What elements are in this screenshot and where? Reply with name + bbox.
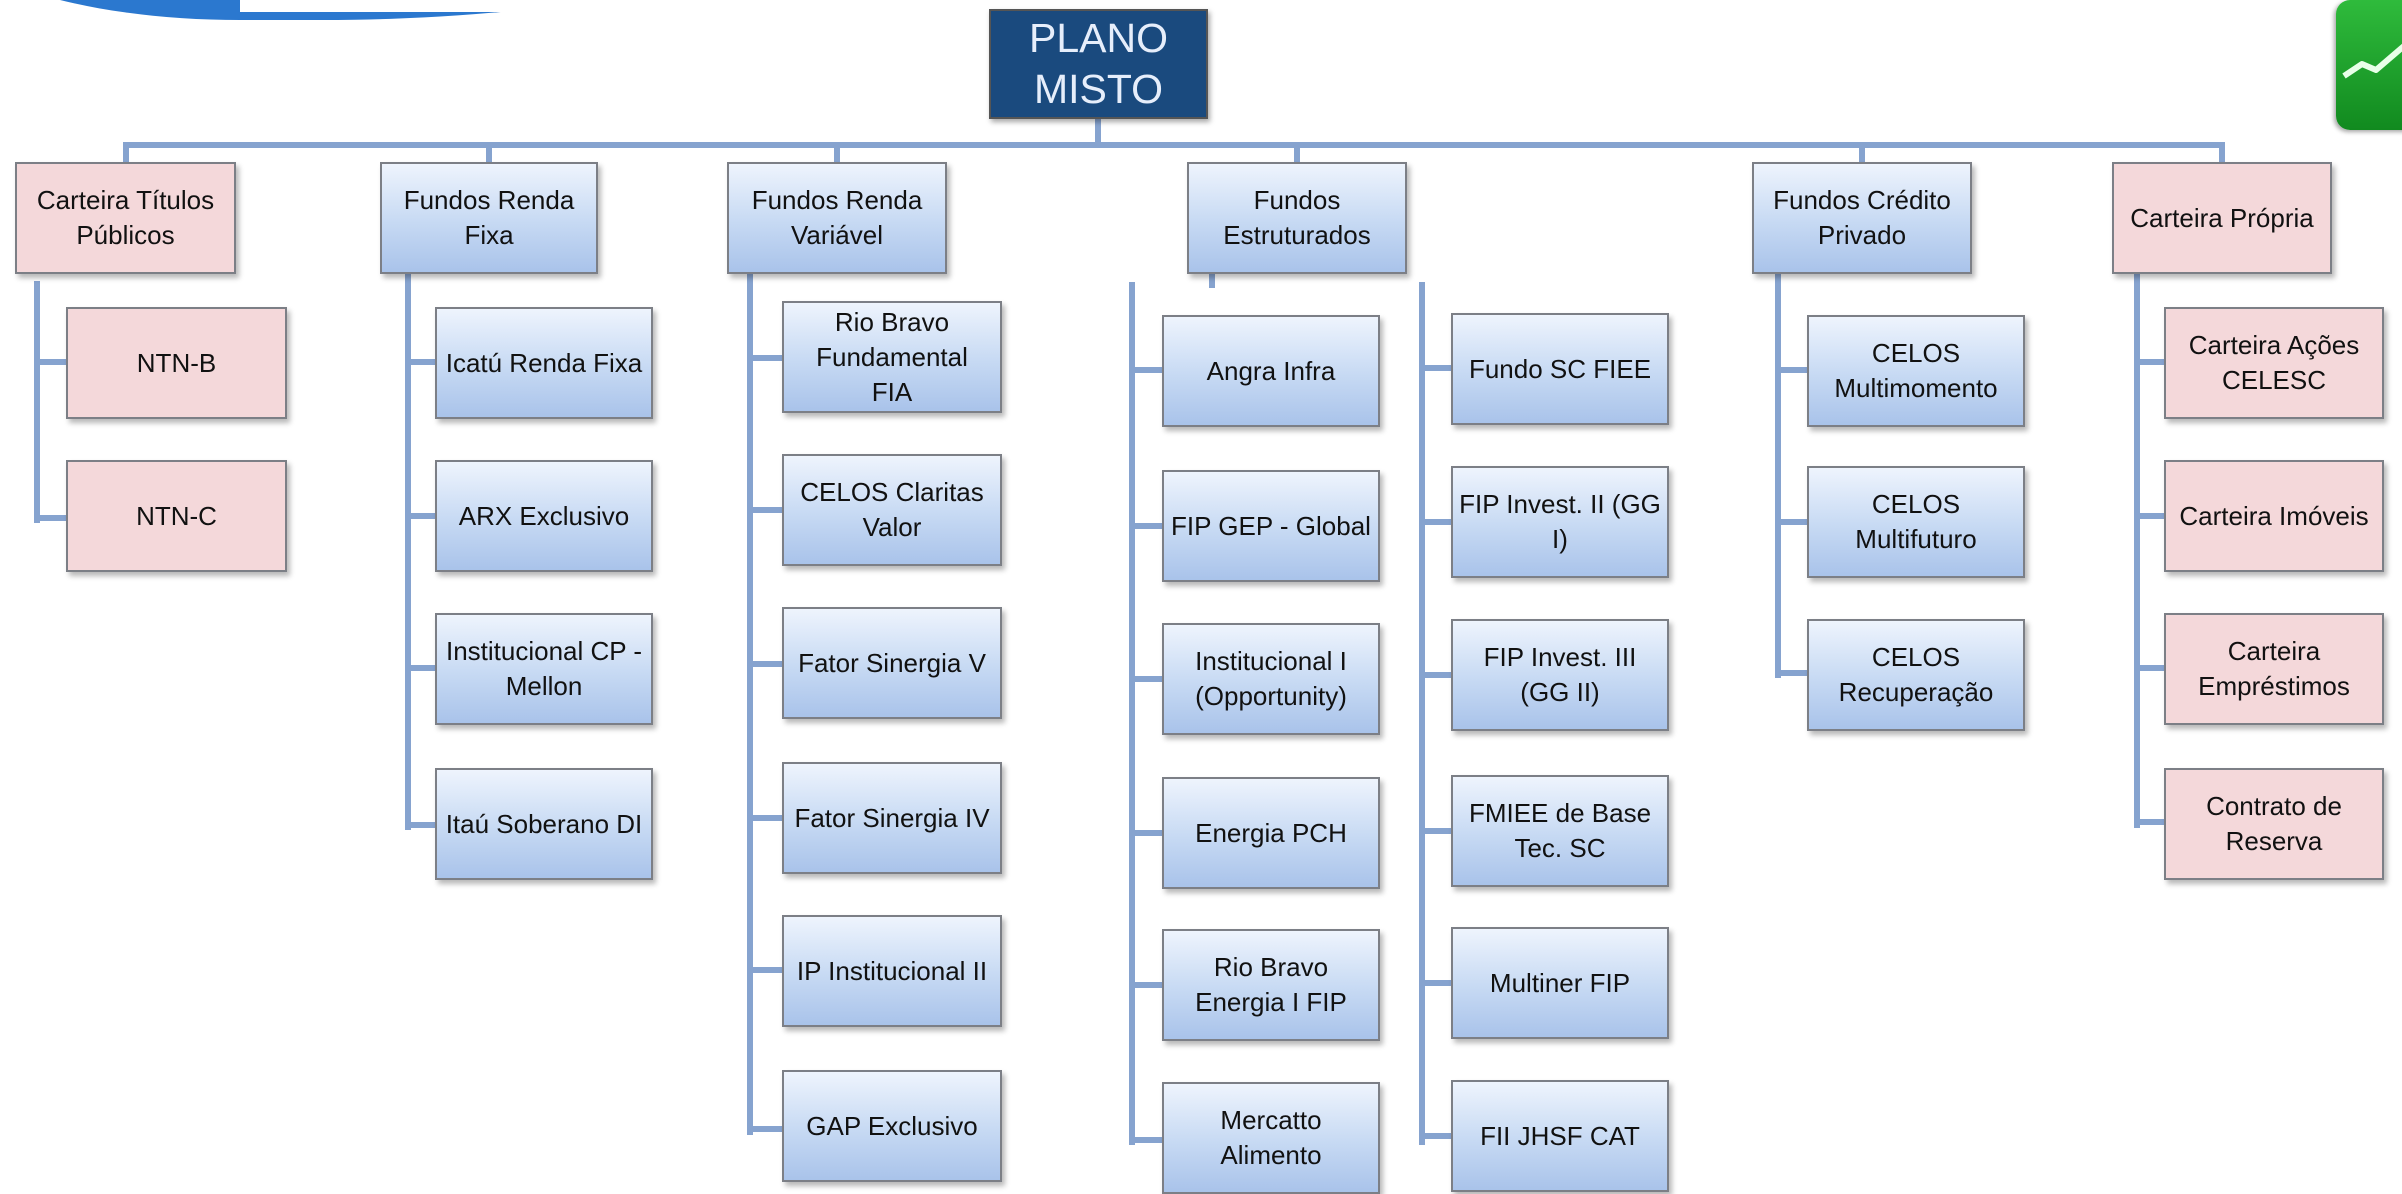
node-itau-soberano-di: Itaú Soberano DI	[435, 768, 653, 880]
node-celos-multimomento: CELOS Multimomento	[1807, 315, 2025, 427]
node-multiner-fip: Multiner FIP	[1451, 927, 1669, 1039]
node-fip-invest-ii: FIP Invest. II (GG I)	[1451, 466, 1669, 578]
node-ip-institucional-ii: IP Institucional II	[782, 915, 1002, 1027]
category-fundos-estruturados: Fundos Estruturados	[1187, 162, 1407, 274]
node-icatu-renda-fixa: Icatú Renda Fixa	[435, 307, 653, 419]
category-fundos-renda-fixa: Fundos Renda Fixa	[380, 162, 598, 274]
node-mercatto-alimento: Mercatto Alimento	[1162, 1082, 1380, 1194]
root-node-plano-misto: PLANO MISTO	[989, 9, 1208, 119]
node-ntn-b: NTN-B	[66, 307, 287, 419]
node-fip-gep-global: FIP GEP - Global	[1162, 470, 1380, 582]
category-fundos-credito-privado: Fundos Crédito Privado	[1752, 162, 1972, 274]
category-carteira-propria: Carteira Própria	[2112, 162, 2332, 274]
node-ntn-c: NTN-C	[66, 460, 287, 572]
node-celos-recuperacao: CELOS Recuperação	[1807, 619, 2025, 731]
node-angra-infra: Angra Infra	[1162, 315, 1380, 427]
node-rio-bravo-energia-i-fip: Rio Bravo Energia I FIP	[1162, 929, 1380, 1041]
node-contrato-de-reserva: Contrato de Reserva	[2164, 768, 2384, 880]
node-institucional-cp-mellon: Institucional CP - Mellon	[435, 613, 653, 725]
node-celos-multifuturo: CELOS Multifuturo	[1807, 466, 2025, 578]
node-energia-pch: Energia PCH	[1162, 777, 1380, 889]
category-fundos-renda-variavel: Fundos Renda Variável	[727, 162, 947, 274]
node-fii-jhsf-cat: FII JHSF CAT	[1451, 1080, 1669, 1192]
node-carteira-emprestimos: Carteira Empréstimos	[2164, 613, 2384, 725]
node-carteira-imoveis: Carteira Imóveis	[2164, 460, 2384, 572]
category-carteira-titulos-publicos: Carteira Títulos Públicos	[15, 162, 236, 274]
chart-logo-icon	[2336, 0, 2402, 130]
node-arx-exclusivo: ARX Exclusivo	[435, 460, 653, 572]
node-carteira-acoes-celesc: Carteira Ações CELESC	[2164, 307, 2384, 419]
node-fator-sinergia-iv: Fator Sinergia IV	[782, 762, 1002, 874]
node-rio-bravo-fundamental-fia: Rio Bravo Fundamental FIA	[782, 301, 1002, 413]
node-fator-sinergia-v: Fator Sinergia V	[782, 607, 1002, 719]
node-gap-exclusivo: GAP Exclusivo	[782, 1070, 1002, 1182]
node-fundo-sc-fiee: Fundo SC FIEE	[1451, 313, 1669, 425]
node-fmiee-base-tec-sc: FMIEE de Base Tec. SC	[1451, 775, 1669, 887]
node-celos-claritas-valor: CELOS Claritas Valor	[782, 454, 1002, 566]
node-institucional-i-opportunity: Institucional I (Opportunity)	[1162, 623, 1380, 735]
node-fip-invest-iii: FIP Invest. III (GG II)	[1451, 619, 1669, 731]
